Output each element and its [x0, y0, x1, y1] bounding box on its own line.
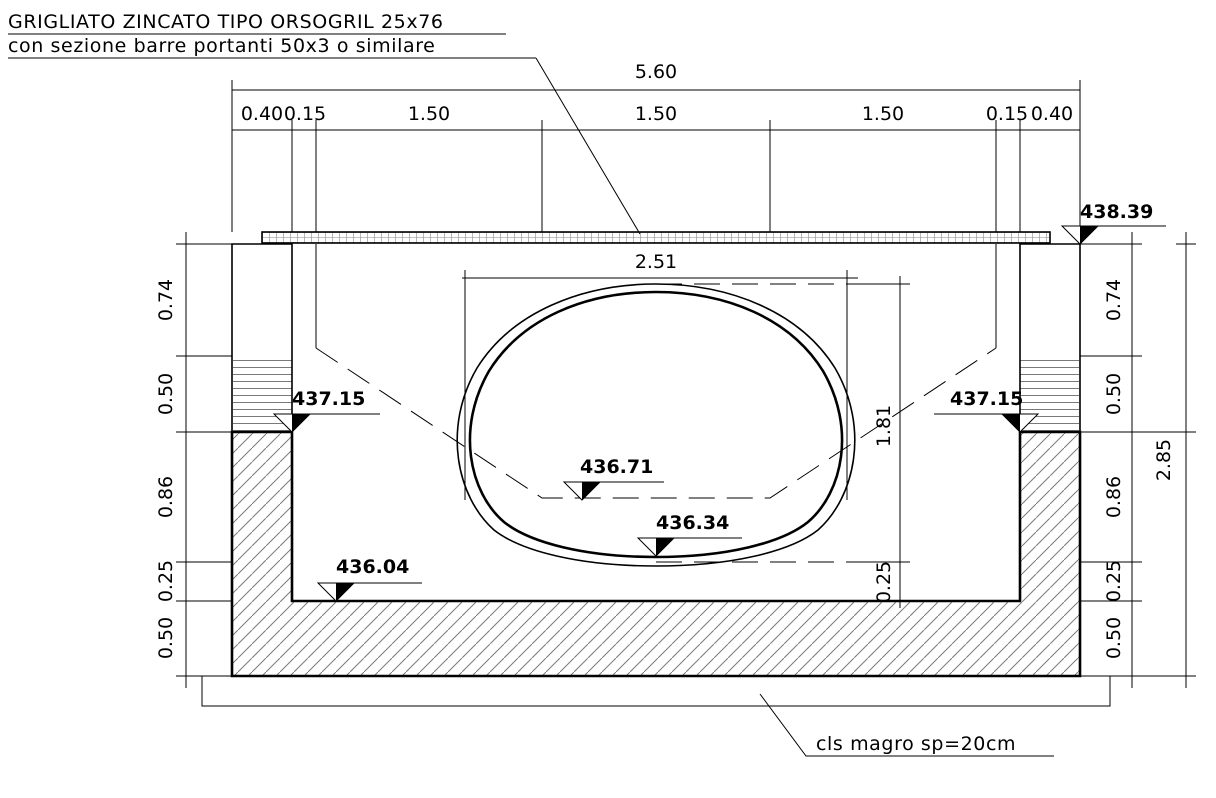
- total-height-label: 2.85: [1153, 439, 1175, 481]
- level-marker-top: 438.39: [1060, 201, 1166, 245]
- dim-right-ledge: 0.15: [986, 103, 1028, 125]
- left-dim-1: 0.50: [155, 373, 177, 415]
- blinding-concrete-outline: [201, 676, 1111, 707]
- pipe-width-label: 2.51: [635, 251, 677, 273]
- trapezoid-dashed-line: [315, 347, 997, 499]
- right-dim-3: 0.25: [1103, 560, 1125, 602]
- level-marker-pipe-invert: 436.34: [636, 512, 742, 557]
- grating-note-line2: con sezione barre portanti 50x3 o simila…: [8, 35, 435, 57]
- pipe-outer-wall: [456, 283, 856, 567]
- left-dim-ticks: [176, 243, 232, 677]
- blinding-leader-line: [759, 693, 1054, 757]
- right-dim-4: 0.50: [1103, 617, 1125, 659]
- level-right-label: 437.15: [950, 388, 1023, 410]
- right-dim-2: 0.86: [1103, 476, 1125, 518]
- level-pipe-center-label: 436.71: [580, 456, 653, 478]
- grating-leader-line: [535, 57, 641, 235]
- grating-note-line1: GRIGLIATO ZINCATO TIPO ORSOGRIL 25x76: [8, 11, 444, 33]
- level-floor-label: 436.04: [336, 556, 409, 578]
- level-left-label: 437.15: [292, 388, 365, 410]
- pipe-inner-wall: [468, 290, 844, 559]
- level-triangle-icon: [292, 414, 310, 432]
- level-marker-floor: 436.04: [316, 556, 422, 602]
- level-triangle-icon: [656, 538, 674, 556]
- inner-extension-lines: [291, 120, 1021, 232]
- right-dim-1: 0.50: [1103, 373, 1125, 415]
- level-top-label: 438.39: [1080, 201, 1153, 223]
- left-dim-0: 0.74: [155, 279, 177, 321]
- grating-note: GRIGLIATO ZINCATO TIPO ORSOGRIL 25x76 co…: [8, 11, 641, 235]
- total-width-label: 5.60: [635, 61, 677, 83]
- dim-grating-3: 1.50: [862, 103, 904, 125]
- concrete-base-hatch: [232, 432, 1080, 676]
- level-marker-left: 437.15: [272, 388, 380, 433]
- pipe-clearance-label: 0.25: [873, 561, 895, 603]
- level-triangle-icon: [582, 482, 600, 500]
- top-dimensions: 5.60 0.40 0.15 1.50 1.50 1.50 0.15 0.40: [231, 61, 1081, 232]
- dim-right-wall: 0.40: [1031, 103, 1073, 125]
- pipe-height-ticks: [850, 283, 910, 563]
- right-dim-0: 0.74: [1103, 279, 1125, 321]
- level-triangle-icon: [1002, 414, 1020, 432]
- dim-grating-1: 1.50: [408, 103, 450, 125]
- level-triangle-icon: [1080, 226, 1098, 244]
- dim-grating-2: 1.50: [635, 103, 677, 125]
- grating-panel: [261, 231, 1051, 244]
- left-vertical-dimensions: 0.74 0.50 0.86 0.25 0.50: [155, 232, 232, 688]
- level-pipe-invert-label: 436.34: [656, 512, 729, 534]
- right-dim-ticks: [1080, 243, 1196, 677]
- total-height-dim-line: [1176, 232, 1196, 688]
- blinding-note: cls magro sp=20cm: [759, 693, 1054, 757]
- right-vertical-dimensions: 0.74 0.50 0.86 0.25 0.50 2.85: [1080, 232, 1196, 688]
- chamber-structure: [201, 243, 1111, 707]
- dim-left-wall: 0.40: [241, 103, 283, 125]
- dim-left-ledge: 0.15: [284, 103, 326, 125]
- outer-extension-lines: [231, 80, 1081, 232]
- level-marker-right: 437.15: [934, 388, 1040, 433]
- elevation-markers: 438.39 437.15 437.15 436.71 436.: [272, 201, 1166, 602]
- pipe-dimensions: 2.51 1.81 0.25: [462, 251, 910, 608]
- dashed-lines: [315, 244, 997, 563]
- left-dim-4: 0.50: [155, 617, 177, 659]
- level-marker-pipe-center: 436.71: [562, 456, 664, 501]
- left-dim-3: 0.25: [155, 560, 177, 602]
- level-triangle-icon: [336, 583, 354, 601]
- left-dim-2: 0.86: [155, 476, 177, 518]
- blinding-note-text: cls magro sp=20cm: [816, 733, 1016, 755]
- pipe-section: [456, 283, 856, 567]
- pipe-height-label: 1.81: [873, 405, 895, 447]
